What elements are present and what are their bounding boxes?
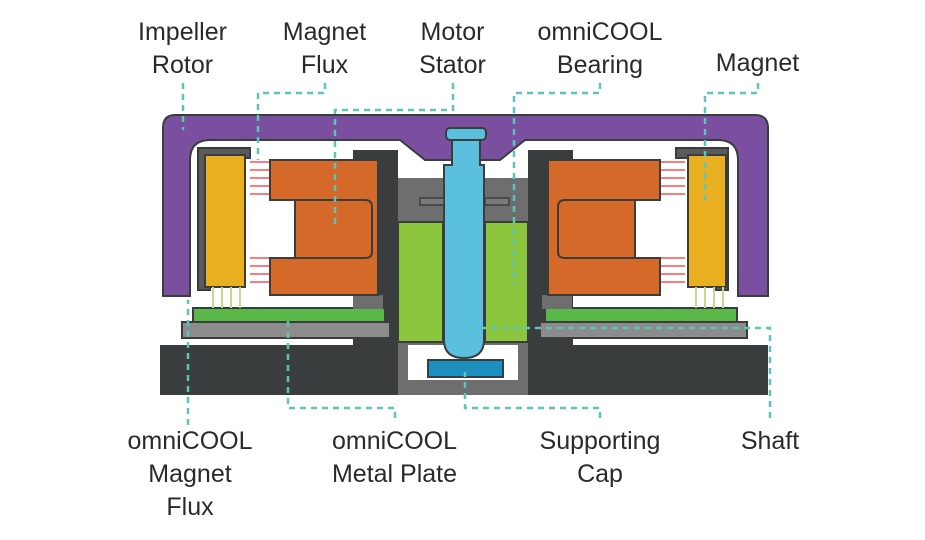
label-line: omniCOOL [331, 427, 458, 455]
label-omnicool-magnet-flux: omniCOOL Magnet Flux [110, 425, 270, 524]
stator-left [269, 159, 379, 296]
shaft [443, 127, 487, 360]
label-line: Stator [419, 51, 486, 79]
bearing-right [484, 221, 529, 343]
label-impeller-rotor: Impeller Rotor [120, 16, 245, 82]
label-line: Magnet [282, 18, 367, 46]
stator-right [547, 159, 661, 296]
magnet-right [687, 154, 727, 288]
pcb-right [544, 307, 738, 323]
label-line: Flux [300, 51, 349, 79]
magnet-left [204, 154, 246, 288]
label-line: omniCOOL [127, 427, 253, 455]
label-supporting-cap: Supporting Cap [520, 425, 680, 491]
clip-right [484, 197, 510, 206]
label-line: Impeller [138, 18, 227, 46]
metal-plate-right [539, 321, 748, 339]
leader-lines [181, 83, 772, 425]
label-line: Rotor [151, 51, 214, 79]
label-line: Motor [420, 18, 485, 46]
label-omnicool-bearing: omniCOOL Bearing [520, 16, 680, 82]
label-line: omniCOOL [537, 18, 663, 46]
label-magnet-flux: Magnet Flux [262, 16, 387, 82]
label-line: Bearing [556, 51, 644, 79]
label-line: Shaft [740, 427, 800, 455]
support-right [542, 295, 572, 309]
label-shaft: Shaft [720, 425, 820, 458]
bearing-left [397, 221, 444, 343]
label-motor-stator: Motor Stator [390, 16, 515, 82]
flux-arrows [250, 161, 685, 283]
label-line: Metal Plate [331, 460, 458, 488]
clip-left [419, 197, 445, 206]
label-omnicool-metal-plate: omniCOOL Metal Plate [312, 425, 477, 491]
label-line: Magnet [148, 460, 232, 488]
label-line: Magnet [715, 49, 800, 77]
support-left [353, 295, 383, 309]
label-magnet: Magnet [700, 47, 815, 80]
magnet-flux-pins [212, 287, 724, 308]
label-line: Cap [577, 460, 623, 488]
metal-plate-left [181, 321, 391, 339]
label-line: Flux [166, 493, 214, 521]
label-line: Supporting [539, 427, 661, 455]
